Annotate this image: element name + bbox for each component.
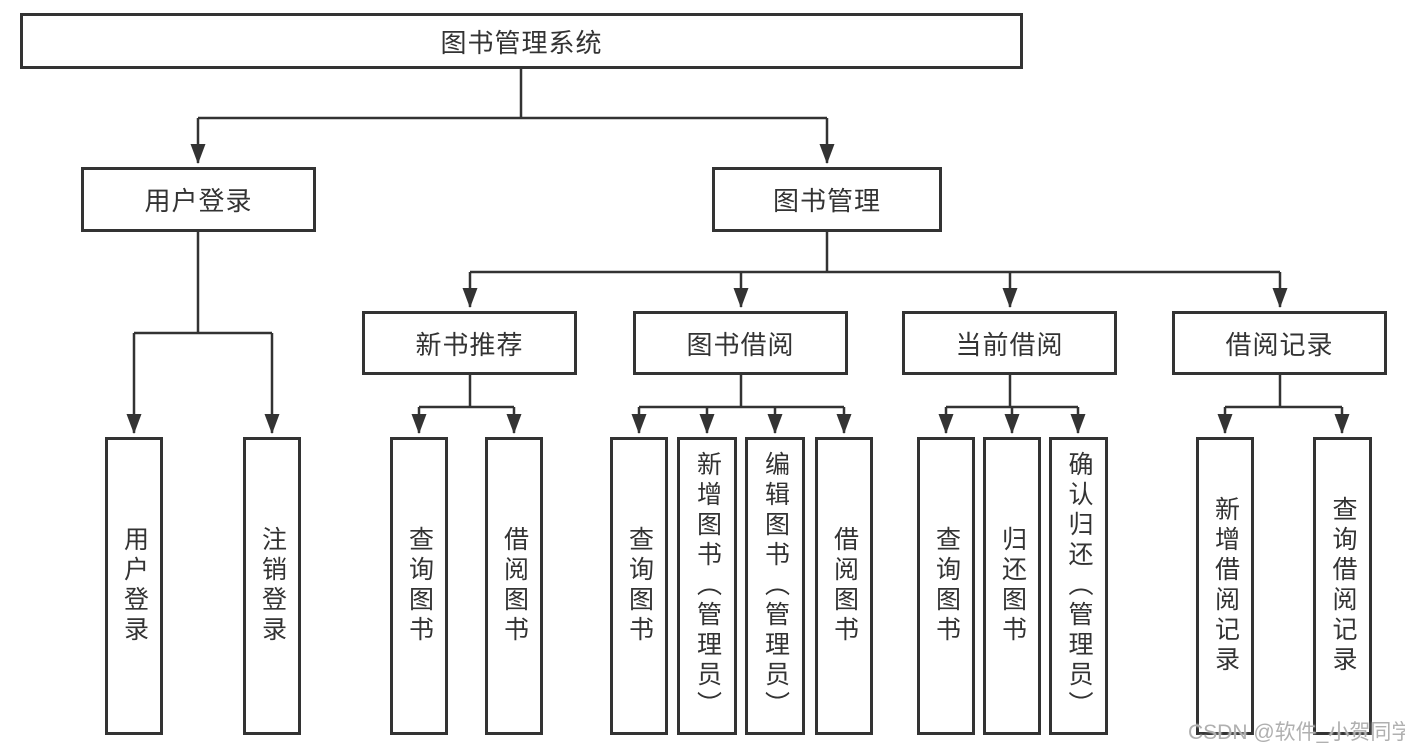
leaf-user-login: 用户登录 [105, 437, 163, 735]
leaf-query-books-3: 查询图书 [917, 437, 975, 735]
connectors-root [190, 69, 835, 164]
connectors-borrow-records [1217, 375, 1350, 434]
leaf-query-books-2: 查询图书 [610, 437, 668, 735]
node-book-management: 图书管理 [712, 167, 942, 232]
connectors-book-mgmt [462, 232, 1288, 308]
node-book-borrowing: 图书借阅 [633, 311, 848, 375]
connectors-user-login [126, 232, 280, 434]
leaf-add-borrow-record: 新增借阅记录 [1196, 437, 1254, 735]
leaf-borrow-books-2: 借阅图书 [815, 437, 873, 735]
node-new-book-recommend: 新书推荐 [362, 311, 577, 375]
leaf-query-books-1: 查询图书 [390, 437, 448, 735]
leaf-borrow-books-1: 借阅图书 [485, 437, 543, 735]
node-current-borrowing: 当前借阅 [902, 311, 1117, 375]
connectors-book-borrow [631, 375, 852, 434]
connectors-current-borrow [938, 375, 1086, 434]
csdn-watermark: CSDN @软件_小贺同学 [1188, 721, 1405, 744]
leaf-edit-books-admin: 编辑图书（管理员） [745, 437, 805, 735]
leaf-return-books: 归还图书 [983, 437, 1041, 735]
leaf-confirm-return-admin: 确认归还（管理员） [1049, 437, 1108, 735]
node-borrowing-records: 借阅记录 [1172, 311, 1387, 375]
node-user-login: 用户登录 [81, 167, 316, 232]
leaf-query-borrow-record: 查询借阅记录 [1313, 437, 1372, 735]
leaf-add-books-admin: 新增图书（管理员） [677, 437, 737, 735]
connectors-new-book-rec [411, 375, 522, 434]
leaf-logout: 注销登录 [243, 437, 301, 735]
node-root-library-system: 图书管理系统 [20, 13, 1023, 69]
